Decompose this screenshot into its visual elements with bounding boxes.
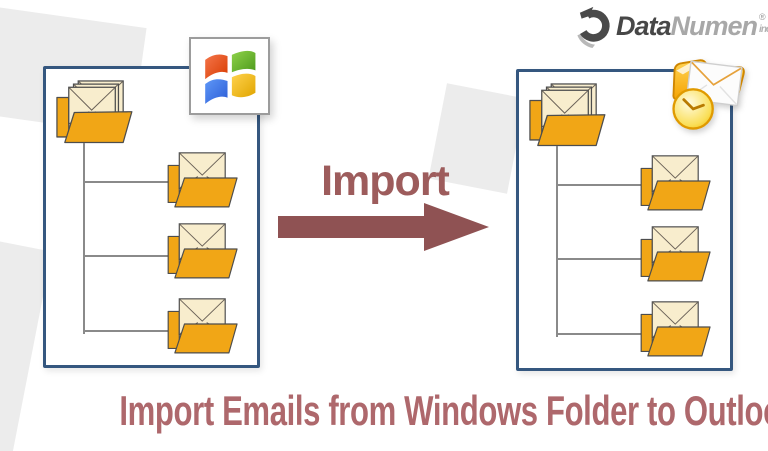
brand-name-primary: Data — [616, 11, 672, 41]
source-folder-panel — [43, 66, 260, 368]
subfolder-icon — [163, 220, 240, 281]
datanumen-logo: DataNumen® inc. — [576, 6, 768, 48]
datanumen-logo-icon — [577, 6, 610, 48]
root-folder-icon — [526, 83, 608, 148]
banner-title-text: Import Emails from Windows Folder to Out… — [119, 387, 768, 434]
import-label: Import — [321, 157, 450, 205]
import-arrow-icon — [278, 203, 489, 251]
windows-logo-icon — [204, 50, 255, 104]
brand-suffix: inc. — [759, 24, 768, 35]
tree-connector — [557, 258, 641, 260]
subfolder-icon — [163, 295, 240, 356]
tree-connector — [83, 143, 85, 334]
subfolder-icon — [163, 149, 240, 210]
brand-name-secondary: Numen — [670, 11, 759, 41]
root-folder-icon — [53, 80, 135, 145]
registered-mark: ® — [759, 12, 766, 22]
subfolder-icon — [636, 298, 713, 359]
windows-logo — [189, 37, 270, 115]
tree-connector — [557, 184, 641, 186]
outlook-logo-icon — [672, 59, 745, 130]
subfolder-icon — [636, 152, 713, 213]
subfolder-icon — [636, 223, 713, 284]
tree-connector — [557, 333, 641, 335]
tree-connector — [84, 181, 168, 183]
tree-connector — [84, 330, 168, 332]
brand-wordmark: DataNumen® inc. — [616, 6, 768, 46]
tree-connector — [84, 255, 168, 257]
tree-connector — [556, 146, 558, 337]
banner-title: Import Emails from Windows Folder to Out… — [0, 387, 768, 435]
